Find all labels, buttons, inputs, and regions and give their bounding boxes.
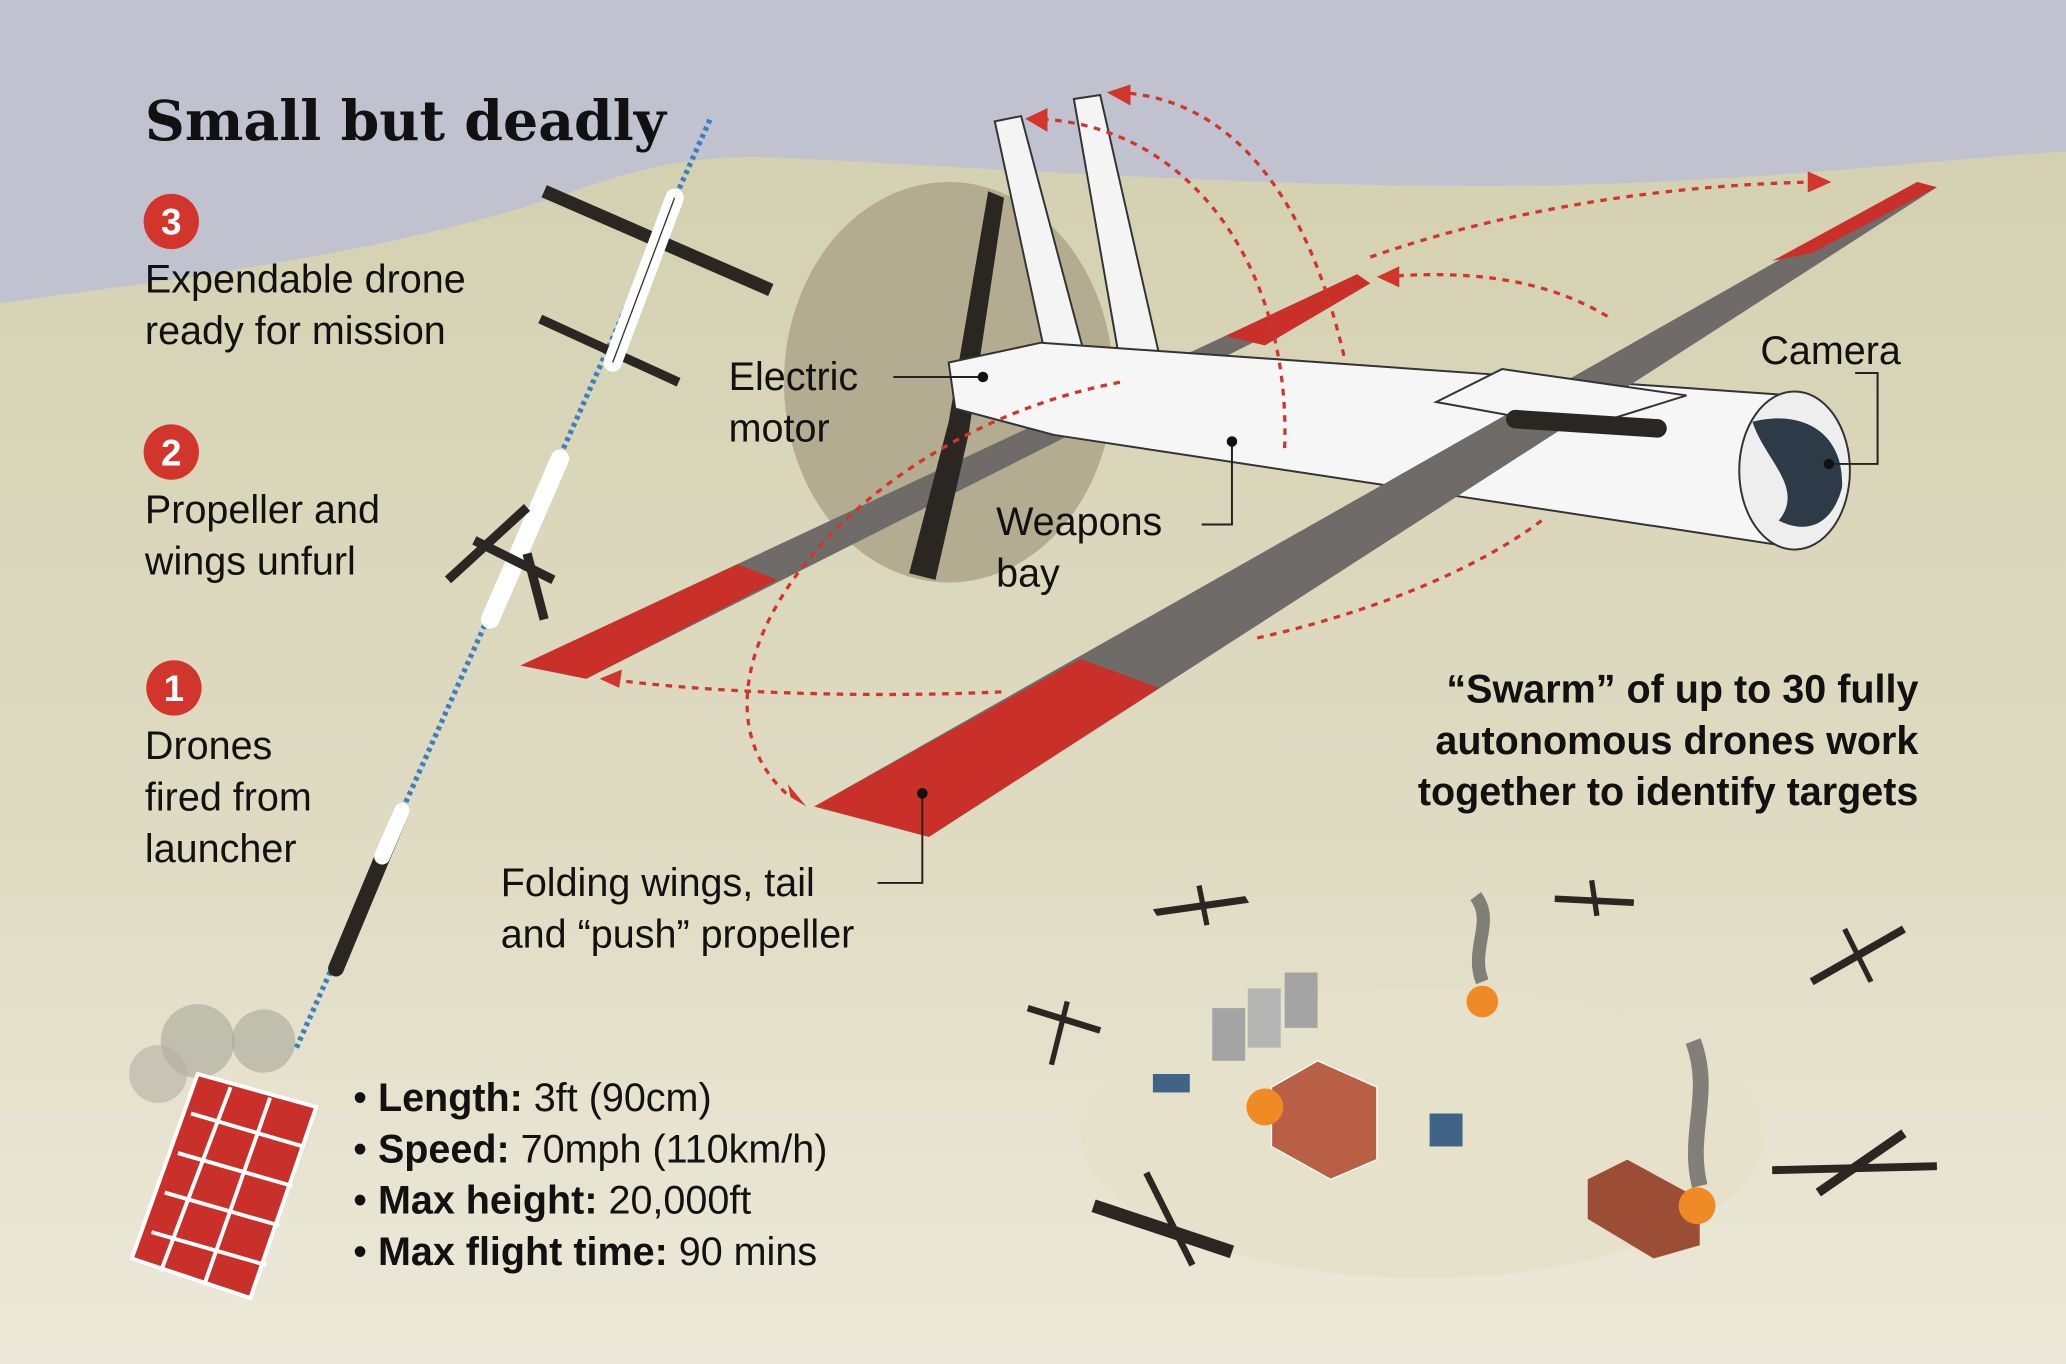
callout-electric-motor: motor xyxy=(729,407,830,451)
folding-arrows xyxy=(599,84,1832,807)
spec-item: • Speed: 70mph (110km/h) xyxy=(353,1127,827,1171)
callout-folding-wings: and “push” propeller xyxy=(501,912,855,956)
callout-weapons-bay: bay xyxy=(996,551,1060,595)
step-badge xyxy=(143,424,199,480)
callout-folding-wings: Folding wings, tail xyxy=(501,861,815,905)
step-text: Drones xyxy=(145,724,272,768)
step-text: fired from xyxy=(145,775,312,819)
specs-list: • Length: 3ft (90cm) • Speed: 70mph (110… xyxy=(353,1076,827,1274)
step-1: 1 Drones fired from launcher xyxy=(145,660,312,871)
main-drone-illustration xyxy=(520,93,1937,837)
step-3: 3 Expendable drone ready for mission xyxy=(143,193,466,353)
spec-label: Speed: xyxy=(378,1127,510,1171)
step-text: Propeller and xyxy=(145,488,380,532)
launcher-icon xyxy=(129,1004,319,1301)
building xyxy=(1587,1159,1700,1259)
spec-item: • Length: 3ft (90cm) xyxy=(353,1076,712,1120)
spec-item: • Max flight time: 90 mins xyxy=(353,1230,817,1274)
step-text: Expendable drone xyxy=(145,258,466,302)
callout-camera: Camera xyxy=(1760,329,1901,373)
step-text: ready for mission xyxy=(145,309,446,353)
building xyxy=(1270,1060,1378,1181)
swarm-caption: “Swarm” of up to 30 fully xyxy=(1446,667,1918,711)
step-badge xyxy=(146,660,202,716)
callout-electric-motor: Electric xyxy=(729,355,859,399)
callout-weapons-bay: Weapons xyxy=(996,500,1162,544)
spec-label: Max height: xyxy=(378,1179,598,1223)
swarm-scene xyxy=(1026,879,1937,1279)
step-text: wings unfurl xyxy=(144,540,356,584)
spec-value: 70mph (110km/h) xyxy=(510,1127,828,1171)
swarm-drone-icon xyxy=(1026,879,1937,1267)
page-title: Small but deadly xyxy=(145,89,668,154)
swarm-caption: together to identify targets xyxy=(1418,770,1919,814)
step-number: 3 xyxy=(161,202,182,243)
spec-label: Max flight time: xyxy=(378,1230,668,1274)
swarm-caption: autonomous drones work xyxy=(1435,719,1919,763)
step-number: 1 xyxy=(164,668,185,709)
step-badge xyxy=(143,193,199,250)
spec-item: • Max height: 20,000ft xyxy=(353,1179,751,1223)
step-number: 2 xyxy=(161,432,182,473)
drone-unfurling-icon xyxy=(444,449,570,629)
drone-fired-icon xyxy=(328,802,410,977)
spec-value: 90 mins xyxy=(668,1230,817,1274)
step-text: launcher xyxy=(145,827,297,871)
spec-value: 20,000ft xyxy=(597,1179,751,1223)
spec-value: 3ft (90cm) xyxy=(523,1076,712,1120)
drone-ready-icon xyxy=(538,185,774,387)
step-2: 2 Propeller and wings unfurl xyxy=(143,424,380,584)
spec-label: Length: xyxy=(378,1076,523,1120)
